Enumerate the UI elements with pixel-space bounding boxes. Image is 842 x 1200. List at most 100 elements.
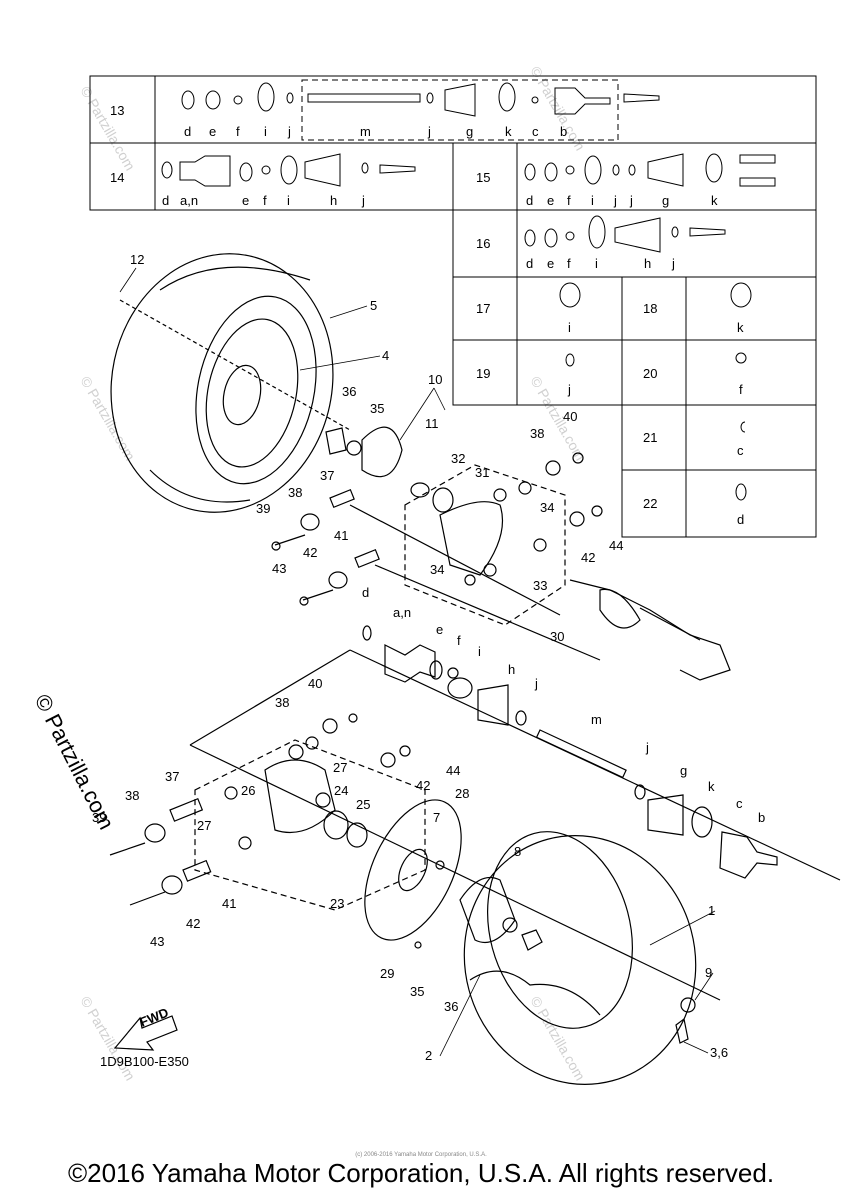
callout: 28	[455, 786, 469, 801]
callout: 34	[430, 562, 444, 577]
part-letter: i	[568, 320, 571, 335]
part-letter: k	[737, 320, 744, 335]
callout: 11	[425, 416, 439, 431]
part-letter: d	[526, 193, 533, 208]
callout: 44	[609, 538, 623, 553]
rear-wheel-drawing	[109, 713, 697, 1085]
callout: 36	[444, 999, 458, 1014]
diagram-code: 1D9B100-E350	[100, 1054, 189, 1069]
row-num: 15	[476, 170, 490, 185]
watermark: © Partzilla.com	[527, 994, 588, 1084]
part-letter: g	[662, 193, 669, 208]
part-letter: d	[184, 124, 191, 139]
callout: 5	[370, 298, 377, 313]
callout: 42	[416, 778, 430, 793]
part-letter: f	[567, 193, 571, 208]
part-letter: f	[236, 124, 240, 139]
footer-copyright: ©2016 Yamaha Motor Corporation, U.S.A. A…	[67, 1158, 775, 1188]
part-letter: d	[162, 193, 169, 208]
callout: b	[758, 810, 765, 825]
part-letter: e	[547, 193, 554, 208]
callout: 42	[581, 550, 595, 565]
row-num: 17	[476, 301, 490, 316]
callout: 34	[540, 500, 554, 515]
callout: 1	[708, 903, 715, 918]
part-letter: e	[209, 124, 216, 139]
callout: d	[362, 585, 369, 600]
callout: 2	[425, 1048, 432, 1063]
callout: j	[645, 740, 649, 755]
part-letter: i	[264, 124, 267, 139]
callout: 40	[308, 676, 322, 691]
part-letter: g	[466, 124, 473, 139]
part-letter: i	[595, 256, 598, 271]
callout: h	[508, 662, 515, 677]
callout: c	[736, 796, 743, 811]
driveshaft-drawing	[189, 625, 841, 1001]
watermark: © Partzilla.com	[77, 84, 138, 174]
table-letters: d e f i j m j g k c b d a,n e f i h j d …	[162, 124, 744, 527]
callout: 32	[451, 451, 465, 466]
watermark: © Partzilla.com	[77, 994, 138, 1084]
row-num: 18	[643, 301, 657, 316]
row-num: 21	[643, 430, 657, 445]
callout: 35	[370, 401, 384, 416]
callout: 37	[165, 769, 179, 784]
watermark: © Partzilla.com	[77, 374, 138, 464]
part-letter: a,n	[180, 193, 198, 208]
part-letter: k	[711, 193, 718, 208]
callout: 23	[330, 896, 344, 911]
small-copyright: (c) 2006-2016 Yamaha Motor Corporation, …	[355, 1152, 487, 1158]
callout: e	[436, 622, 443, 637]
callout: 39	[256, 501, 270, 516]
callout: 41	[334, 528, 348, 543]
part-letter: m	[360, 124, 371, 139]
part-letter: j	[629, 193, 633, 208]
row-num: 13	[110, 103, 124, 118]
callout: 37	[320, 468, 334, 483]
callout: 25	[356, 797, 370, 812]
part-letter: c	[532, 124, 539, 139]
callout: 43	[150, 934, 164, 949]
callout: 39	[92, 810, 106, 825]
callout: 42	[186, 916, 200, 931]
parts-table	[89, 75, 817, 538]
part-letter: b	[560, 124, 567, 139]
part-letter: j	[427, 124, 431, 139]
callout: 43	[272, 561, 286, 576]
callout: 33	[533, 578, 547, 593]
callout: 3,6	[710, 1045, 728, 1060]
table-row-numbers: 13 14 15 16 17 18 19 20 21 22	[110, 103, 657, 511]
callout: 27	[333, 760, 347, 775]
callout: m	[591, 712, 602, 727]
front-wheel-drawing	[110, 253, 731, 681]
row-num: 20	[643, 366, 657, 381]
row-num: 14	[110, 170, 124, 185]
part-letter: e	[242, 193, 249, 208]
callout: 38	[530, 426, 544, 441]
part-letter: f	[263, 193, 267, 208]
callout: 44	[446, 763, 460, 778]
callout: 27	[197, 818, 211, 833]
callout: f	[457, 633, 461, 648]
part-letter: j	[361, 193, 365, 208]
callout: k	[708, 779, 715, 794]
part-letter: f	[739, 382, 743, 397]
callout: 7	[433, 810, 440, 825]
row-num: 22	[643, 496, 657, 511]
part-letter: i	[591, 193, 594, 208]
table-part-icons	[161, 82, 776, 501]
callout: 26	[241, 783, 255, 798]
part-letter: j	[671, 256, 675, 271]
callout: g	[680, 763, 687, 778]
callouts: 12 5 4 10 11 36 35 38 40 32 31 37 38 39 …	[92, 252, 765, 1063]
callout: 24	[334, 783, 348, 798]
fwd-arrow	[113, 1015, 178, 1051]
part-letter: f	[567, 256, 571, 271]
callout: 41	[222, 896, 236, 911]
callout: 10	[428, 372, 442, 387]
row-num: 16	[476, 236, 490, 251]
part-letter: e	[547, 256, 554, 271]
callout: 35	[410, 984, 424, 999]
